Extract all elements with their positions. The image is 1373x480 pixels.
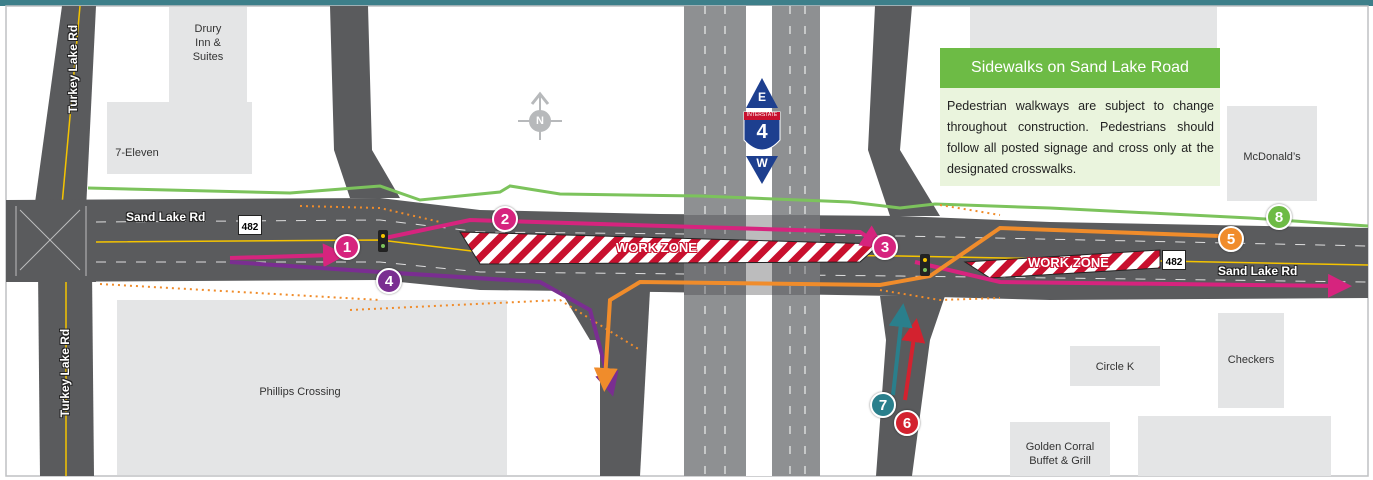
info-box-body: Pedestrian walkways are subject to chang…: [947, 99, 1214, 176]
route-4: [229, 260, 619, 397]
interstate-banner: INTERSTATE: [746, 112, 778, 118]
marker-2[interactable]: 2: [492, 206, 518, 232]
traffic-signal-icon: [920, 254, 930, 276]
label-seven-eleven: 7-Eleven: [115, 147, 159, 159]
turkey-lake-road-label-top: Turkey Lake Rd: [66, 24, 80, 114]
building-drury: [169, 7, 247, 104]
label-phillips-crossing: Phillips Crossing: [259, 386, 341, 398]
work-zone-main: [459, 231, 882, 265]
label-checkers: Checkers: [1227, 354, 1275, 366]
work-zone-label-east: WORK ZONE: [1028, 255, 1109, 270]
info-box-title: Sidewalks on Sand Lake Road: [940, 48, 1220, 88]
label-mcdonalds: McDonald’s: [1243, 151, 1301, 163]
marker-1[interactable]: 1: [334, 234, 360, 260]
ramp-north-left: [330, 6, 400, 198]
traffic-signal-icon: [378, 230, 388, 252]
interstate-number: 4: [756, 121, 768, 143]
interstate-dir-east: E: [757, 90, 766, 104]
marker-3[interactable]: 3: [872, 234, 898, 260]
route-7: [888, 303, 913, 396]
marker-5[interactable]: 5: [1218, 226, 1244, 252]
sand-lake-road-label-left: Sand Lake Rd: [126, 210, 206, 224]
work-zone-label-main: WORK ZONE: [616, 240, 697, 255]
compass-north-label: N: [536, 115, 544, 127]
state-road-482-shield-right: 482: [1162, 250, 1186, 270]
work-zone-east: [963, 249, 1161, 279]
interstate-4-shield-icon: [743, 78, 781, 184]
ramp-north-right: [868, 6, 940, 216]
turkey-lake-road-label-bottom: Turkey Lake Rd: [58, 328, 72, 418]
compass-icon: [518, 91, 562, 140]
building-circle-k: [1070, 346, 1160, 386]
sand-lake-road-label-right: Sand Lake Rd: [1218, 264, 1298, 278]
sidewalk-route-8: [87, 184, 1369, 228]
marker-6[interactable]: 6: [894, 410, 920, 436]
building-seven-eleven: [107, 102, 252, 174]
building-phillips-crossing: [117, 300, 507, 475]
route-6: [901, 318, 926, 401]
marker-8[interactable]: 8: [1266, 204, 1292, 230]
label-circle-k: Circle K: [1095, 361, 1135, 373]
marker-7[interactable]: 7: [870, 392, 896, 418]
ramp-south-right: [876, 296, 945, 476]
top-frame-bar: [0, 0, 1373, 6]
route-1: [229, 243, 347, 268]
intersection-crosswalk: [15, 206, 87, 276]
building-bottom-right: [1138, 416, 1331, 476]
building-golden-corral: [1010, 422, 1110, 476]
sidewalk-info-box: Sidewalks on Sand Lake Road Pedestrian w…: [940, 48, 1220, 186]
label-golden-corral: Golden Corral Buffet & Grill: [1025, 441, 1095, 467]
state-road-482-shield-left: 482: [238, 215, 262, 235]
route-2: [384, 217, 885, 249]
route-5: [593, 225, 1221, 392]
building-checkers: [1218, 313, 1284, 408]
turkey-lake-road-top: [34, 6, 96, 210]
building-mcdonalds: [1227, 106, 1317, 201]
label-drury-inn: Drury Inn & Suites: [192, 23, 224, 63]
marker-4[interactable]: 4: [376, 268, 402, 294]
building-top-right: [970, 7, 1217, 49]
interstate-dir-west: W: [756, 156, 768, 170]
